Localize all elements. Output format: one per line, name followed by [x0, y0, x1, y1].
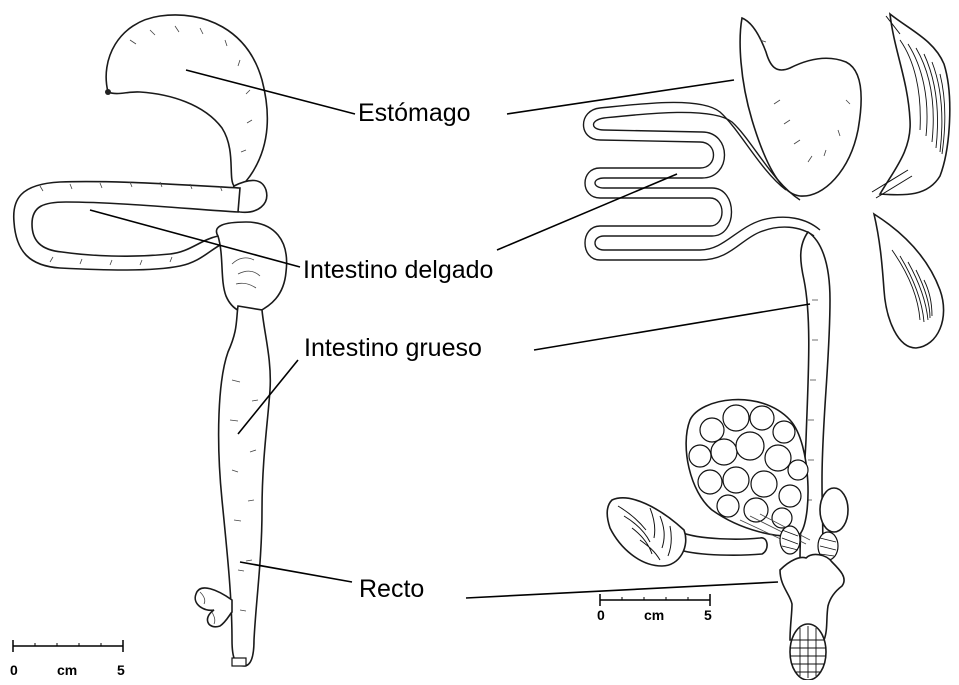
leader-rectum-right [466, 582, 778, 598]
leader-large-intestine-right [534, 304, 810, 350]
leader-stomach-right [507, 80, 734, 114]
right-scale-bar: 0 cm 5 [597, 594, 712, 623]
left-small-intestine-drawing [14, 182, 240, 270]
right-specimen: 0 cm 5 [584, 18, 862, 680]
left-scale-bar: 0 cm 5 [10, 640, 125, 678]
left-specimen: 0 cm 5 [10, 15, 287, 678]
large-intestine-label: Intestino grueso [304, 336, 482, 361]
leader-small-intestine-right [497, 174, 677, 250]
left-scale-five: 5 [117, 662, 125, 678]
right-scale-five: 5 [704, 607, 712, 623]
right-scale-zero: 0 [597, 607, 605, 623]
left-scale-unit: cm [57, 662, 77, 678]
left-scale-zero: 0 [10, 662, 18, 678]
right-stomach-drawing [740, 18, 861, 196]
small-intestine-label: Intestino delgado [303, 258, 493, 283]
detail-sketch-upper [872, 14, 950, 198]
rectum-label: Recto [359, 577, 424, 602]
detail-sketch-lower [874, 214, 944, 348]
left-stomach-drawing [106, 15, 267, 187]
stomach-label: Estómago [358, 101, 471, 126]
right-tuft-drawing [607, 498, 686, 566]
right-scale-unit: cm [644, 607, 664, 623]
